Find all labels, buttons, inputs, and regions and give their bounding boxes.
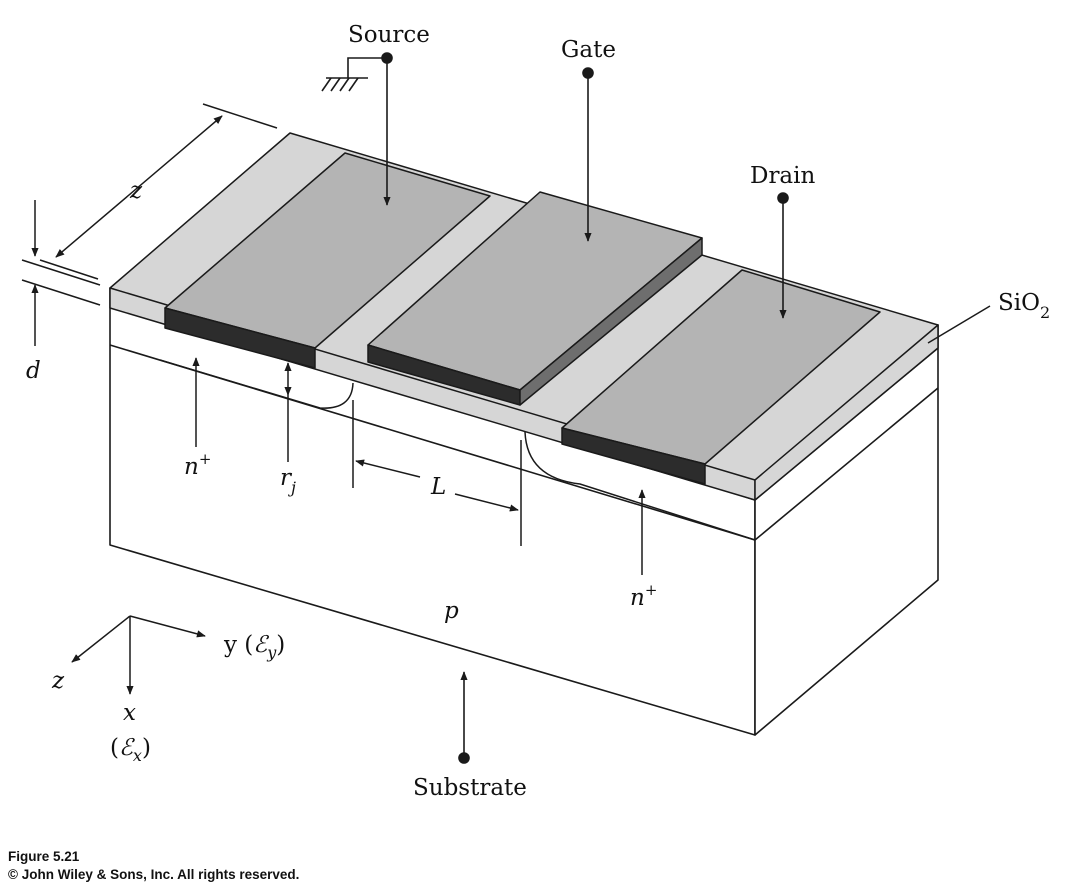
drain-contact bbox=[561, 269, 881, 485]
source-metal-front bbox=[164, 307, 316, 369]
left-n-plus-superscript: + bbox=[199, 450, 212, 468]
left-n-plus-junction bbox=[159, 359, 354, 409]
channel-arrow-right bbox=[454, 493, 519, 512]
dimension-annotations bbox=[21, 103, 991, 575]
right-n-plus-superscript: + bbox=[645, 581, 658, 599]
z-axis-arrow bbox=[71, 615, 131, 663]
source-contact bbox=[164, 152, 491, 369]
left-n-plus-main: n bbox=[184, 454, 199, 480]
oxide-thickness-label: d bbox=[26, 358, 41, 384]
oxide-label-main: SiO bbox=[998, 290, 1040, 316]
figure-caption: Figure 5.21 bbox=[8, 849, 80, 864]
x-field-symbol: ℰ bbox=[119, 735, 135, 761]
junction-depth-main: r bbox=[280, 465, 293, 491]
gate-metal-side bbox=[519, 237, 703, 406]
width-extension-front bbox=[39, 259, 99, 280]
x-field-close: ) bbox=[142, 735, 151, 761]
thickness-extension-bottom bbox=[21, 279, 101, 306]
drain-terminal-dot bbox=[777, 192, 789, 204]
width-extension-back bbox=[202, 103, 278, 129]
oxide-interface-right bbox=[754, 387, 939, 541]
right-n-plus-main: n bbox=[630, 585, 645, 611]
y-axis-field-subscript: y bbox=[266, 643, 277, 662]
terminal-leads bbox=[321, 52, 789, 764]
substrate-type-label: p bbox=[444, 598, 459, 624]
x-field-open: ( bbox=[110, 735, 119, 761]
substrate-terminal-dot bbox=[458, 752, 470, 764]
copyright-notice: © John Wiley & Sons, Inc. All rights res… bbox=[8, 867, 300, 882]
left-n-plus-label: n+ bbox=[184, 450, 211, 480]
y-axis-close: ) bbox=[276, 632, 285, 658]
width-label: z bbox=[129, 178, 143, 204]
gate-label: Gate bbox=[561, 37, 616, 63]
y-axis-label: y (ℰy) bbox=[223, 632, 285, 662]
junction-depth-label: rj bbox=[280, 465, 296, 497]
thickness-extension-top bbox=[21, 259, 101, 286]
x-axis-label: x bbox=[123, 700, 136, 726]
oxide-label: SiO2 bbox=[998, 290, 1050, 322]
right-n-plus-label: n+ bbox=[630, 581, 657, 611]
oxide-right-strip bbox=[754, 324, 939, 501]
drain-label: Drain bbox=[750, 163, 816, 189]
substrate-label: Substrate bbox=[413, 775, 527, 801]
ground-icon bbox=[321, 77, 368, 92]
y-axis-field: ℰ bbox=[253, 632, 269, 658]
channel-arrow-left bbox=[355, 459, 421, 478]
x-field-subscript: x bbox=[133, 746, 142, 765]
right-n-plus-junction bbox=[524, 431, 756, 541]
source-label: Source bbox=[348, 22, 430, 48]
y-axis-text: y ( bbox=[223, 632, 253, 658]
n-plus-regions bbox=[159, 359, 756, 541]
width-dimension-arrow bbox=[55, 115, 223, 258]
gate-contact bbox=[367, 191, 703, 406]
channel-length-label: L bbox=[430, 474, 446, 500]
z-axis-label: z bbox=[51, 668, 65, 694]
y-axis-arrow bbox=[129, 615, 206, 638]
ground-wire bbox=[347, 57, 387, 78]
oxide-label-subscript: 2 bbox=[1040, 303, 1050, 322]
x-field-label: (ℰx) bbox=[110, 735, 151, 765]
junction-depth-subscript: j bbox=[288, 478, 296, 497]
coordinate-axes bbox=[71, 615, 206, 695]
drain-metal-front bbox=[561, 427, 706, 485]
oxide-leader bbox=[927, 305, 991, 344]
gate-terminal-dot bbox=[582, 67, 594, 79]
